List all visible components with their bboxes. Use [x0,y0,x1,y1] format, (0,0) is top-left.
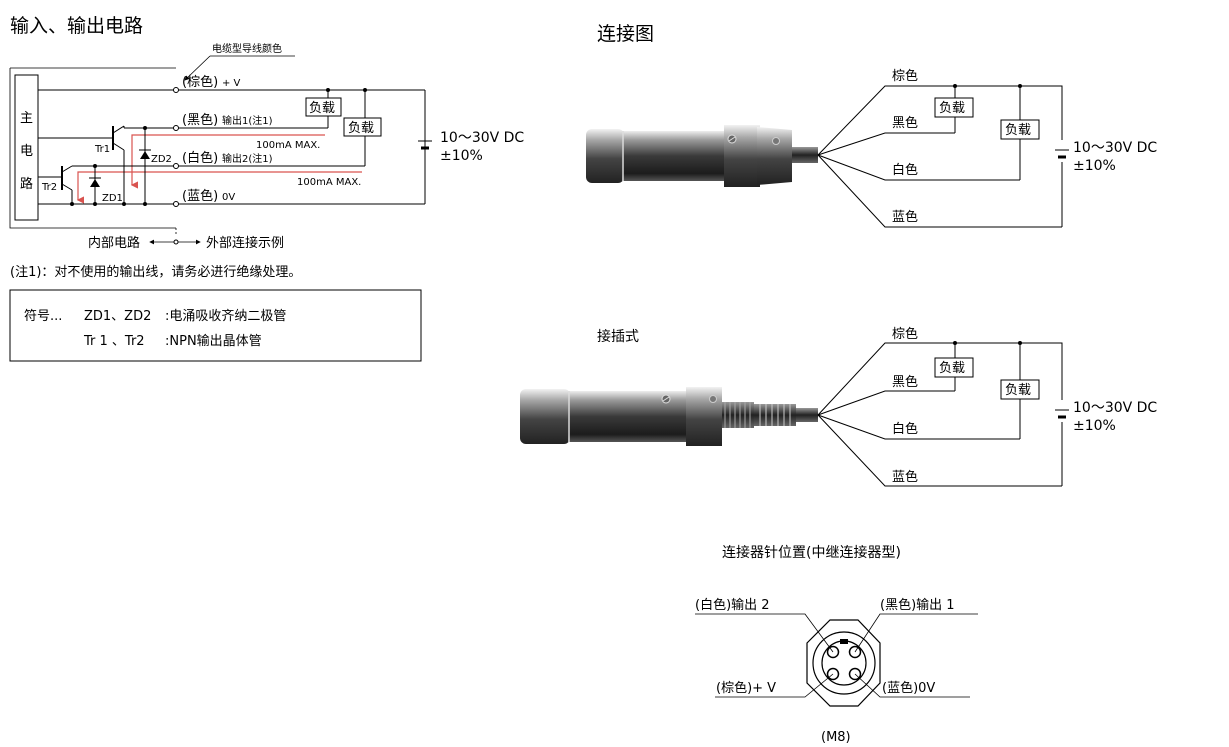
plug-supply-voltage: 10～30V DC [1073,400,1157,416]
max-current-2: 100mA MAX. [297,177,361,188]
main-circuit-char-2: 电 [20,144,33,159]
external-example-label: 外部连接示例 [206,235,284,251]
connector-size: (M8) [821,730,851,745]
connection-diagram-plug: 棕色 黑色 白色 蓝色 负载 负载 10～30V DC ±10% [520,326,1157,487]
connection-diagram-cable: 棕色 黑色 白色 蓝色 负载 负载 10～30V DC ±10% [586,68,1157,228]
plug-blue: 蓝色 [892,469,918,485]
insulation-note: (注1)：对不使用的输出线，请务必进行绝缘处理。 [10,264,301,280]
load-2-label: 负载 [348,121,374,136]
connection-diagram-title: 连接图 [597,23,654,45]
conn-load-1-label: 负载 [939,101,965,116]
legend-row1-symbol: ZD1、ZD2 [84,309,151,324]
plug-load-2-label: 负载 [1005,383,1031,398]
internal-circuit-label: 内部电路 [88,235,140,251]
pin-black-output1: (黑色)输出 1 [880,597,955,613]
plug-white: 白色 [892,421,918,437]
load-box-1 [305,97,342,117]
plug-supply-tolerance: ±10% [1073,418,1116,434]
legend-row1-desc: :电涌吸收齐纳二极管 [165,308,286,324]
connector-pin-diagram: (白色)输出 2 (黑色)输出 1 (棕色)+ V (蓝色)0V (M8) [695,597,978,745]
plug-black: 黑色 [892,374,918,390]
load-1-label: 负载 [309,101,335,116]
conn-load-2-label: 负载 [1005,123,1031,138]
zd1-label: ZD1 [102,193,123,204]
io-circuit-diagram: 主 电 路 电缆型导线颜色 (棕色) + V (黑色) 输出1(注1) 负载 1… [9,42,524,280]
legend-row2-desc: :NPN输出晶体管 [165,333,262,349]
wire-blue-suffix: 0V [222,192,235,203]
pin-blue-0v: (蓝色)0V [882,680,935,696]
conn-supply-tolerance: ±10% [1073,158,1116,174]
plug-load-1 [934,357,974,378]
conn-white: 白色 [892,162,918,178]
conn-blue: 蓝色 [892,209,918,225]
wire-black: (黑色) [182,112,218,128]
main-circuit-block [14,74,39,221]
legend-row2-symbol: Tr 1 、Tr2 [83,334,145,349]
pin-brown-plus-v: (棕色)+ V [716,680,776,696]
load-box-2 [343,117,382,137]
plug-in-type-title: 接插式 [597,328,639,345]
legend-symbol-label: 符号... [24,308,62,324]
io-supply-tolerance: ±10% [440,148,483,164]
io-circuit-title: 输入、输出电路 [10,15,143,37]
pin-white-output2: (白色)输出 2 [695,597,770,613]
wire-brown: (棕色) [182,74,218,90]
conn-supply-voltage: 10～30V DC [1073,140,1157,156]
zd2-label: ZD2 [151,154,172,165]
conn-load-1 [934,97,974,118]
cable-color-label: 电缆型导线颜色 [212,42,282,55]
wire-brown-suffix: + V [222,78,241,89]
wire-black-suffix: 输出1(注1) [222,114,273,127]
plug-load-1-label: 负载 [939,361,965,376]
plug-brown: 棕色 [892,326,918,342]
conn-brown: 棕色 [892,68,918,84]
max-current-1: 100mA MAX. [256,140,320,151]
wire-white: (白色) [182,150,218,166]
main-circuit-char-3: 路 [20,176,33,192]
conn-black: 黑色 [892,115,918,131]
wire-blue: (蓝色) [182,188,218,204]
main-circuit-char-1: 主 [20,111,33,126]
pin-position-title: 连接器针位置(中继连接器型) [722,544,901,561]
wire-white-suffix: 输出2(注1) [222,152,273,165]
symbol-legend: 符号... ZD1、ZD2 :电涌吸收齐纳二极管 Tr 1 、Tr2 :NPN输… [9,289,422,362]
tr2-label: Tr2 [41,182,57,193]
io-supply-voltage: 10～30V DC [440,130,524,146]
tr1-label: Tr1 [94,144,110,155]
